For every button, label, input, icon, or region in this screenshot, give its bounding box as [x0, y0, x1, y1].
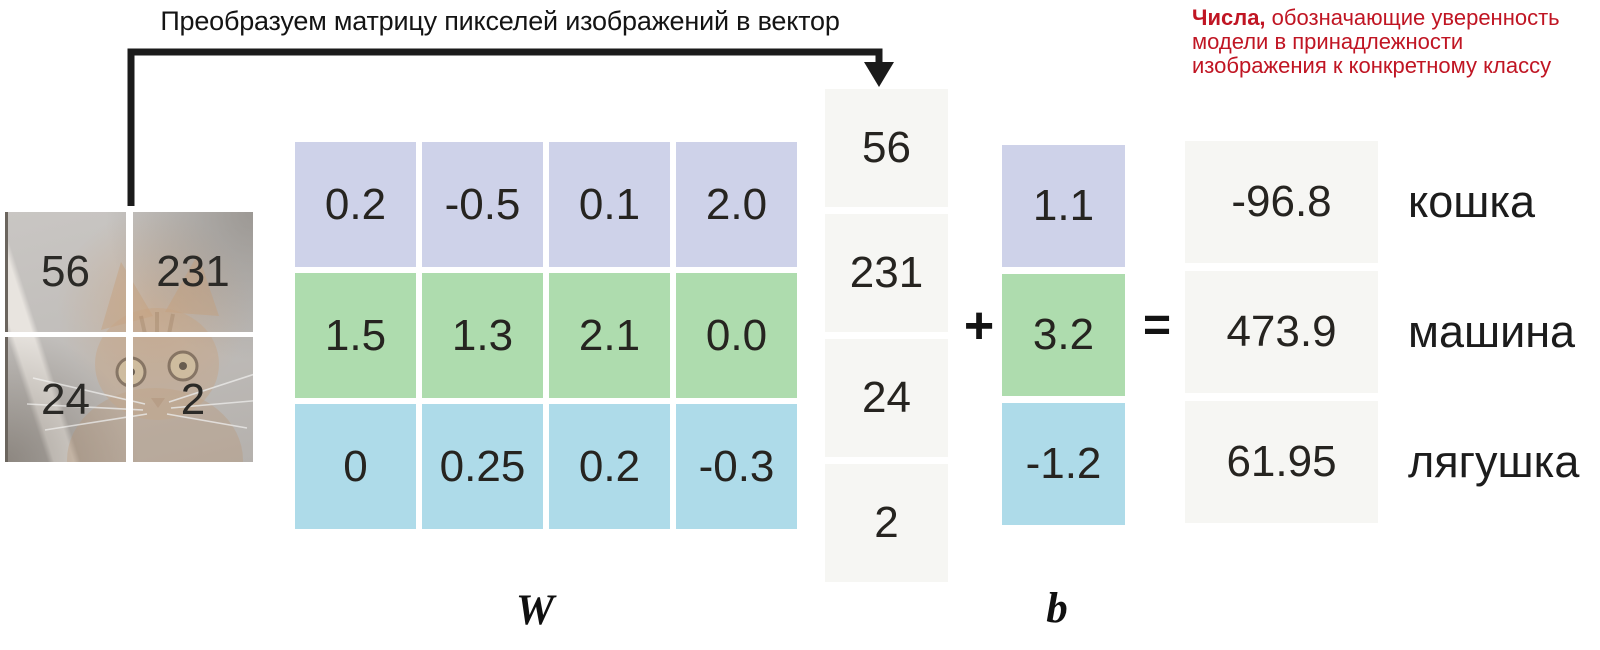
matrix-cell: 0.2 — [295, 142, 416, 267]
cat-ear-right — [165, 254, 219, 316]
w-symbol: W — [515, 587, 555, 634]
score-cell: 473.9 — [1185, 271, 1378, 393]
score-cell: -96.8 — [1185, 141, 1378, 263]
equals-operator: = — [1142, 298, 1172, 352]
matrix-cell: -0.5 — [422, 142, 543, 267]
matrix-cell: 2.0 — [676, 142, 797, 267]
cat-stripes — [139, 312, 175, 335]
score-vector: -96.8 473.9 61.95 — [1185, 141, 1378, 523]
matrix-cell: 2.1 — [549, 273, 670, 398]
pixel-vector: 56 231 24 2 — [825, 89, 948, 582]
bias-cell: 3.2 — [1002, 274, 1125, 396]
matrix-cell: 0.0 — [676, 273, 797, 398]
flatten-caption: Преобразуем матрицу пикселей изображений… — [160, 6, 840, 36]
score-cell: 61.95 — [1185, 401, 1378, 523]
pixel-value: 24 — [41, 374, 90, 424]
pixel-value: 2 — [180, 374, 206, 424]
annotation-lead: Числа, — [1192, 5, 1266, 30]
image-grid-divider-vertical — [126, 212, 133, 462]
class-label: машина — [1408, 306, 1576, 357]
b-symbol: b — [1046, 585, 1068, 632]
confidence-annotation: Числа, обозначающие уверенность модели в… — [1192, 6, 1596, 78]
matrix-cell: 1.3 — [422, 273, 543, 398]
cat-nose — [151, 398, 165, 408]
cat-body — [67, 388, 243, 462]
matrix-cell: 0.25 — [422, 404, 543, 529]
matrix-cell: 0.1 — [549, 142, 670, 267]
cat-image: 56 231 24 2 — [5, 212, 253, 462]
pixel-vector-cell: 24 — [825, 339, 948, 457]
image-grid-divider-horizontal — [5, 332, 253, 337]
pixel-vector-cell: 231 — [825, 214, 948, 332]
plus-operator: + — [963, 297, 995, 355]
class-labels: кошка машина лягушка — [1408, 141, 1600, 523]
class-label: лягушка — [1408, 436, 1580, 487]
pixel-vector-cell: 2 — [825, 464, 948, 582]
pixel-vector-cell: 56 — [825, 89, 948, 207]
weight-matrix: 0.2 -0.5 0.1 2.0 1.5 1.3 2.1 0.0 0 0.25 … — [295, 142, 797, 529]
annotation-text: обозначающие уверенность модели в принад… — [1192, 5, 1560, 78]
matrix-cell: -0.3 — [676, 404, 797, 529]
pixel-value: 56 — [41, 247, 90, 296]
bias-vector: 1.1 3.2 -1.2 — [1002, 145, 1125, 525]
matrix-cell: 0 — [295, 404, 416, 529]
matrix-cell: 0.2 — [549, 404, 670, 529]
class-label: кошка — [1408, 176, 1536, 227]
cat-whiskers — [26, 373, 253, 431]
bias-cell: 1.1 — [1002, 145, 1125, 267]
matrix-cell: 1.5 — [295, 273, 416, 398]
bias-cell: -1.2 — [1002, 403, 1125, 525]
pixel-value: 231 — [156, 247, 230, 296]
